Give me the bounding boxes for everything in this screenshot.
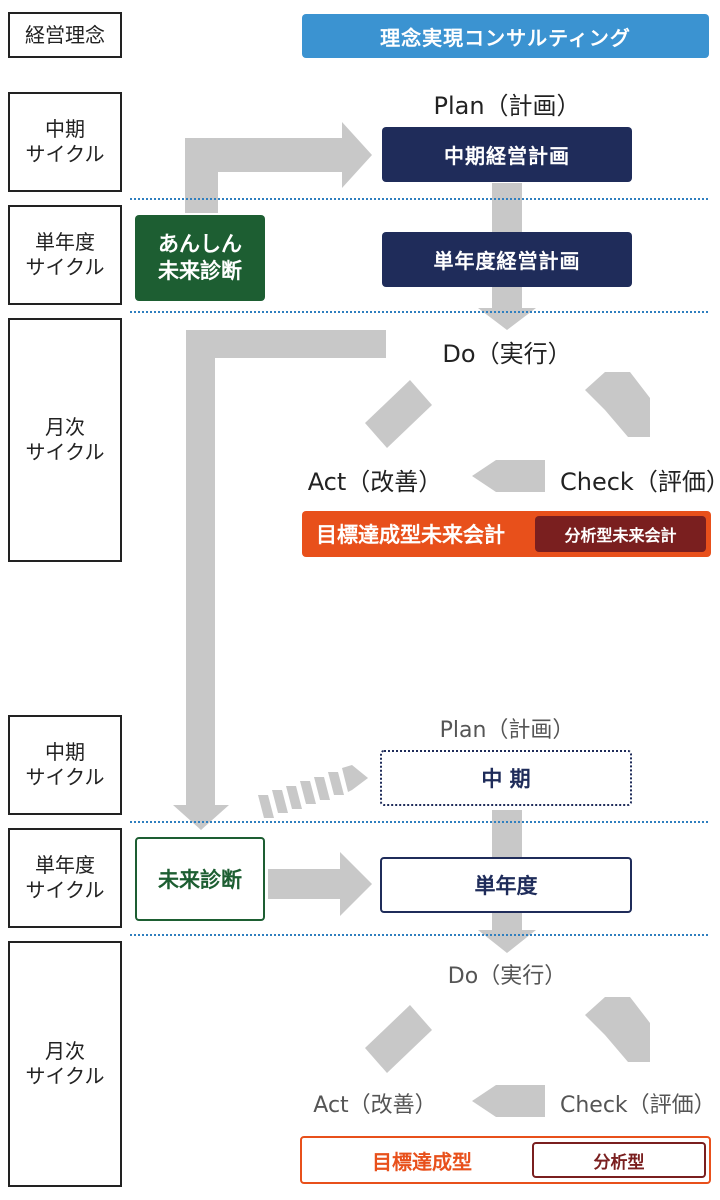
divider-top-1 bbox=[130, 198, 708, 200]
mokuhyo-label-bottom: 目標達成型 bbox=[372, 1149, 472, 1174]
getsuji-cycle-label-top: 月次 サイクル bbox=[8, 318, 122, 562]
consulting-banner: 理念実現コンサルティング bbox=[302, 14, 709, 58]
divider-bottom-1 bbox=[130, 821, 708, 823]
arrow-check-to-act bbox=[472, 460, 545, 492]
bunseki-badge-bottom: 分析型 bbox=[532, 1142, 706, 1178]
getsuji-cycle-label-bottom: 月次 サイクル bbox=[8, 941, 122, 1187]
do-label-top: Do（実行） bbox=[442, 340, 572, 368]
bunseki-kaikei-badge: 分析型未来会計 bbox=[535, 516, 706, 552]
do-label-bottom: Do（実行） bbox=[447, 964, 567, 989]
keiei-rinen-label: 経営理念 bbox=[8, 12, 122, 58]
arrow-bottom-check-to-act bbox=[472, 1085, 545, 1117]
arrow-do-to-mirai bbox=[173, 330, 386, 830]
chuki-keiei-keikaku-box: 中期経営計画 bbox=[382, 127, 632, 182]
arrow-bottom-do-to-act bbox=[365, 1005, 432, 1073]
chuki-cycle-label-bottom: 中期 サイクル bbox=[8, 715, 122, 815]
mirai-shindan-box: 未来診断 bbox=[135, 837, 265, 921]
divider-top-2 bbox=[130, 311, 708, 313]
check-label-bottom: Check（評価） bbox=[560, 1093, 716, 1118]
chuki-box-dashed: 中 期 bbox=[380, 750, 632, 806]
tannendo-cycle-label-bottom: 単年度 サイクル bbox=[8, 828, 122, 928]
arrow-do-to-check bbox=[585, 372, 650, 437]
plan-label-bottom: Plan（計画） bbox=[439, 718, 575, 743]
arrow-do-to-act bbox=[365, 380, 432, 448]
check-label-top: Check（評価） bbox=[560, 468, 720, 496]
tannendo-cycle-label-top: 単年度 サイクル bbox=[8, 205, 122, 305]
arrow-bottom-do-to-check bbox=[585, 997, 650, 1062]
tannendo-keiei-keikaku-box: 単年度経営計画 bbox=[382, 232, 632, 287]
arrow-mirai-to-chuki-dashed bbox=[258, 765, 368, 818]
arrow-anshin-to-chuki bbox=[185, 122, 372, 213]
chuki-cycle-label-top: 中期 サイクル bbox=[8, 92, 122, 192]
anshin-mirai-shindan-box: あんしん 未来診断 bbox=[135, 215, 265, 301]
arrow-mirai-to-tannendo bbox=[268, 852, 372, 916]
tannendo-box: 単年度 bbox=[380, 857, 632, 913]
mokuhyo-tassei-label: 目標達成型未来会計 bbox=[316, 523, 505, 547]
plan-label-top: Plan（計画） bbox=[433, 92, 581, 120]
divider-bottom-2 bbox=[130, 934, 708, 936]
act-label-top: Act（改善） bbox=[307, 468, 443, 496]
act-label-bottom: Act（改善） bbox=[313, 1093, 437, 1118]
